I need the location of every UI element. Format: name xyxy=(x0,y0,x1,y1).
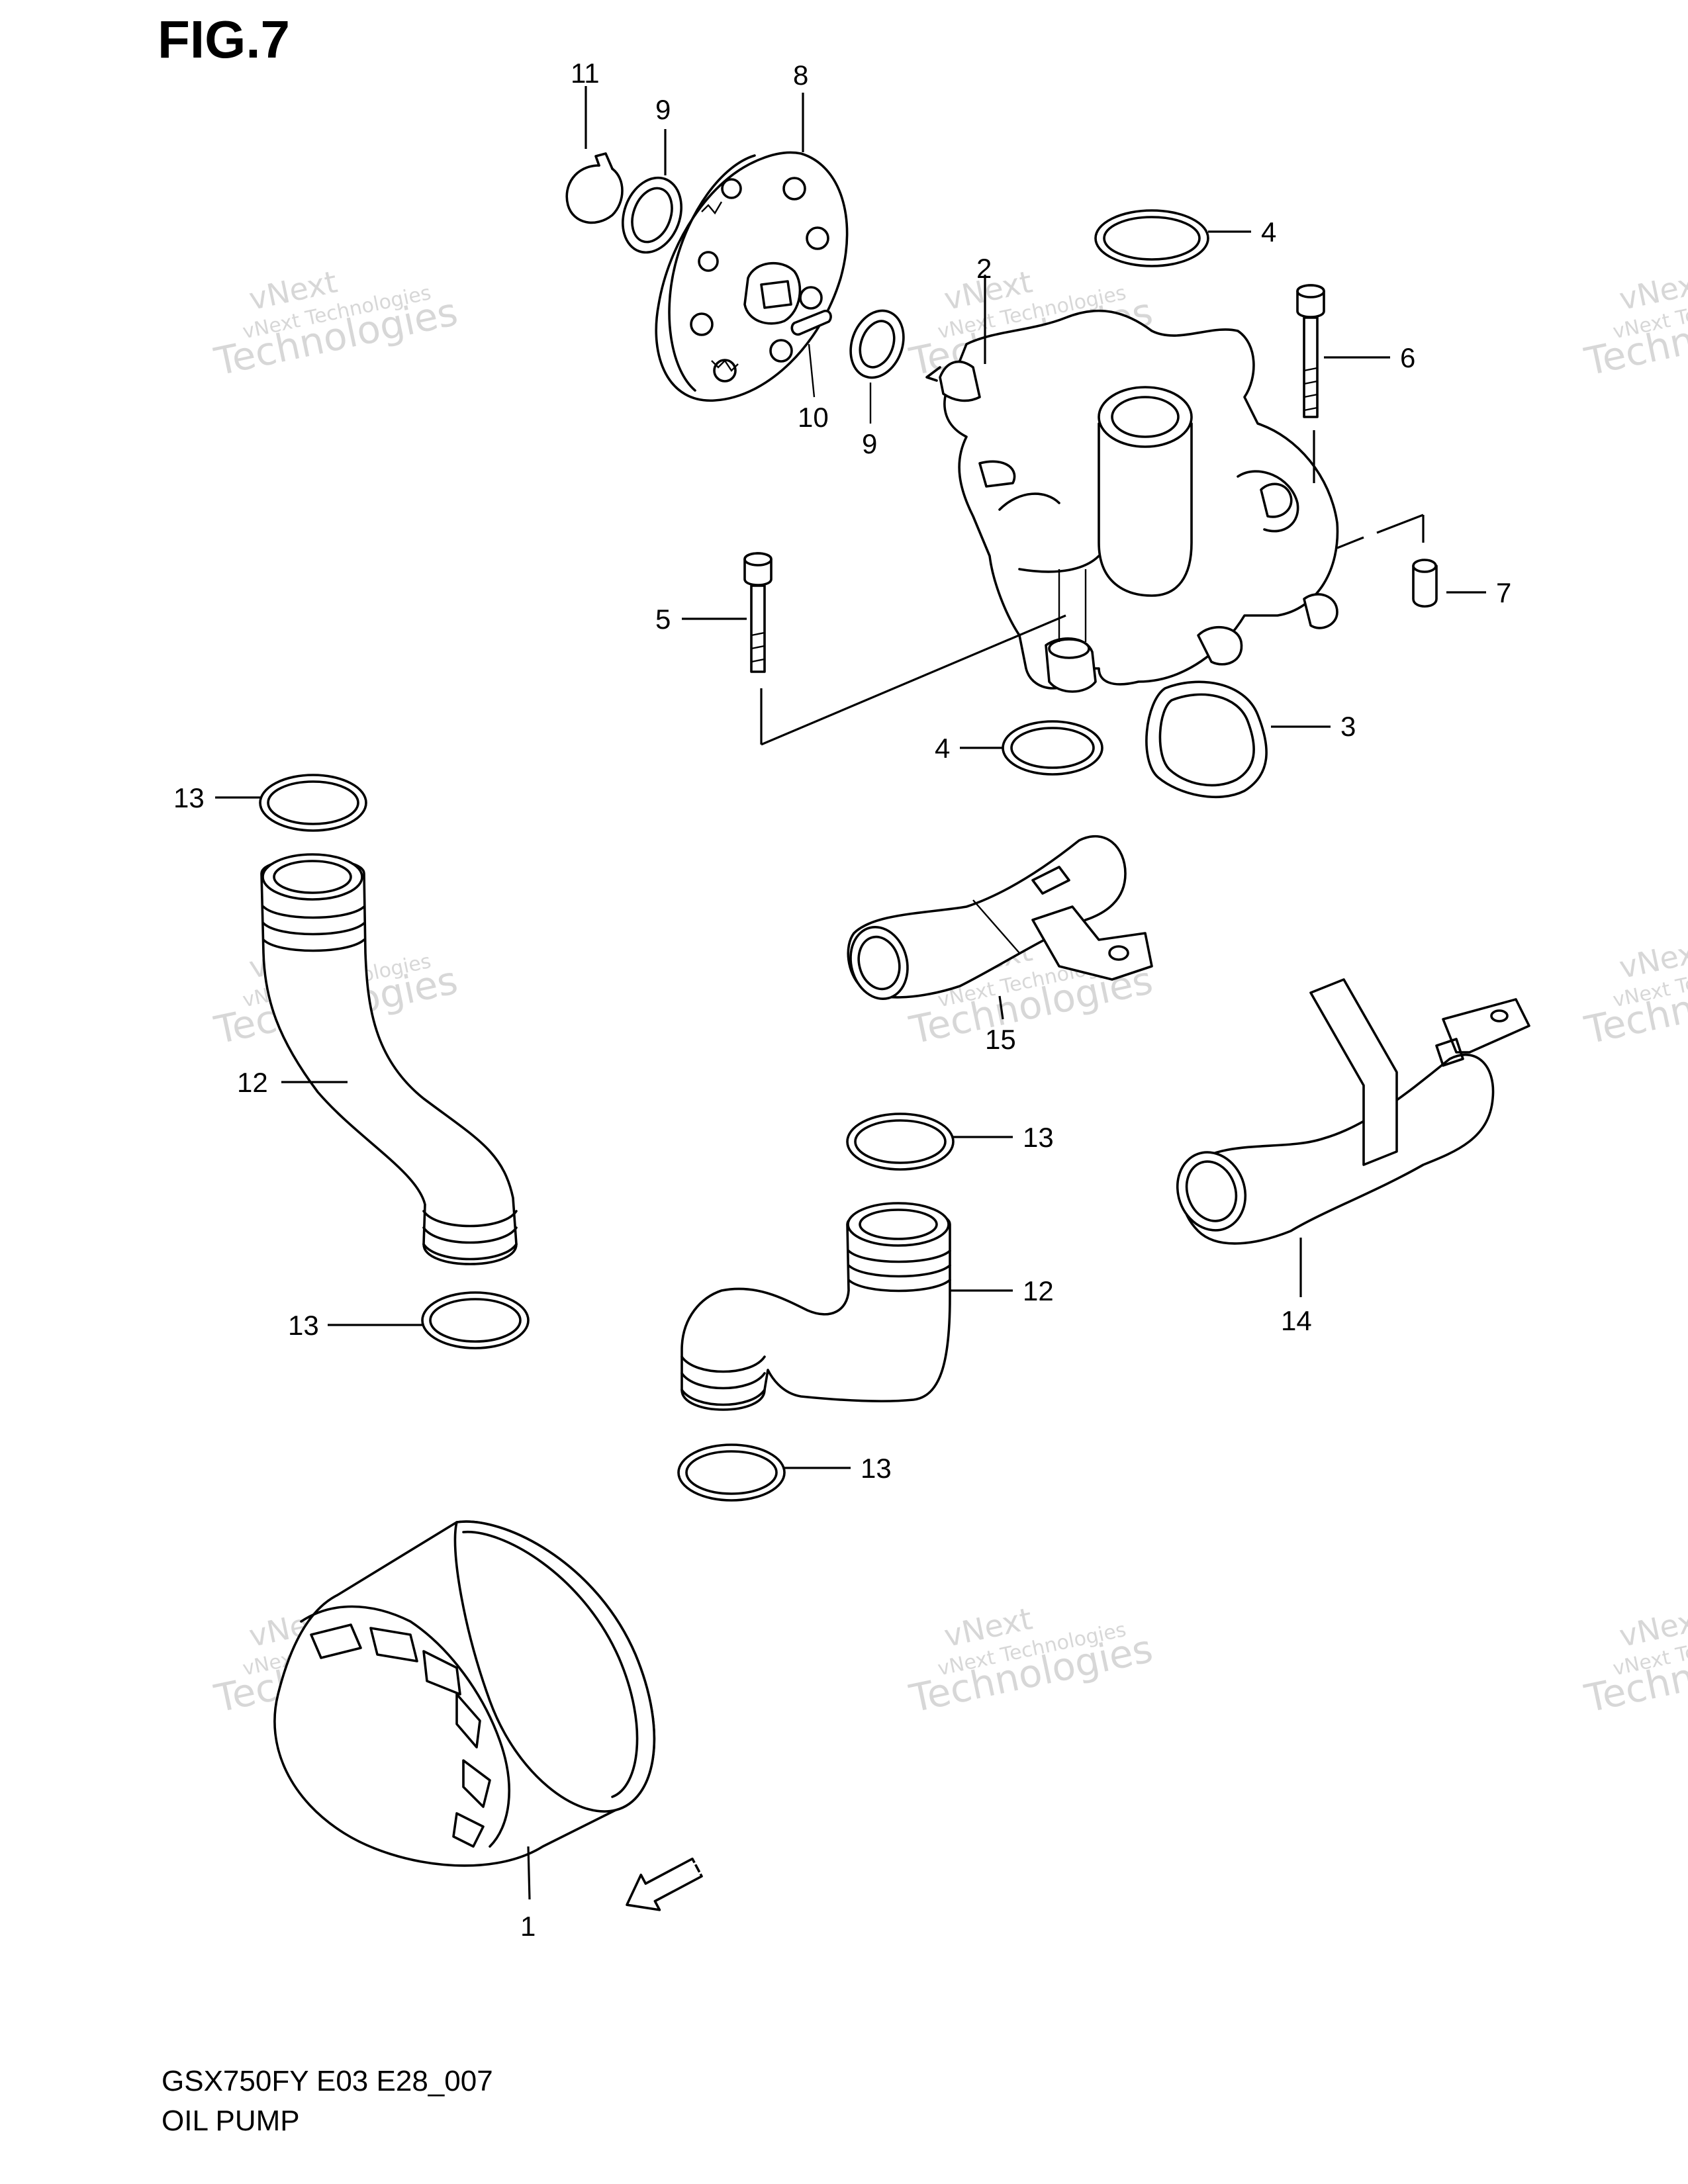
callout-4-lower: 4 xyxy=(935,733,950,764)
callout-14: 14 xyxy=(1281,1305,1312,1336)
part-13-o-ring-d xyxy=(677,1443,851,1502)
callout-9-upper: 9 xyxy=(655,94,671,125)
figure-title: FIG.7 xyxy=(158,10,291,69)
part-1-oil-filter xyxy=(273,1520,656,1900)
part-6-bolt xyxy=(1296,284,1390,483)
part-15-oil-pipe-bracket xyxy=(847,835,1153,1020)
callout-8: 8 xyxy=(793,60,808,91)
watermark-top-right: vNext vNext Technologies Technologies xyxy=(1581,263,1688,385)
callout-3: 3 xyxy=(1340,711,1356,742)
part-4-o-ring-lower xyxy=(960,720,1103,776)
part-4-o-ring-upper xyxy=(1094,209,1251,267)
fwd-direction-arrow: FWD xyxy=(626,1856,709,1911)
callout-15: 15 xyxy=(985,1024,1016,1055)
part-12-oil-pipe-b xyxy=(680,1202,1013,1411)
callout-12-b: 12 xyxy=(1023,1275,1054,1306)
callout-4-upper: 4 xyxy=(1261,216,1276,248)
callout-13-b: 13 xyxy=(288,1310,319,1341)
part-13-o-ring-b xyxy=(328,1291,530,1349)
part-12-oil-pipe-a xyxy=(260,853,518,1265)
part-14-oil-pipe-stay xyxy=(1176,978,1530,1297)
callout-5: 5 xyxy=(655,604,671,635)
part-10-pin xyxy=(790,310,832,398)
callout-7: 7 xyxy=(1496,577,1511,608)
callout-6: 6 xyxy=(1400,342,1415,373)
watermark-low-right: vNext vNext Technologies Technologies xyxy=(1581,1600,1688,1721)
part-13-o-ring-c xyxy=(846,1113,1013,1171)
part-13-o-ring-a xyxy=(215,774,367,832)
part-5-bolt xyxy=(682,552,1066,746)
callout-10: 10 xyxy=(798,402,829,433)
callout-13-a: 13 xyxy=(173,782,205,813)
callout-2: 2 xyxy=(976,253,992,284)
model-code: GSX750FY E03 E28_007 xyxy=(162,2065,493,2097)
part-9-washer-upper xyxy=(622,176,682,254)
part-9-washer-lower xyxy=(849,309,905,424)
callout-12-a: 12 xyxy=(237,1067,268,1098)
watermark-low-center: vNext vNext Technologies Technologies xyxy=(906,1600,1157,1721)
watermark-mid-right: vNext vNext Technologies Technologies xyxy=(1581,932,1688,1053)
callout-9-lower: 9 xyxy=(862,428,877,459)
section-name: OIL PUMP xyxy=(162,2105,300,2137)
callout-13-d: 13 xyxy=(861,1453,892,1484)
callout-11: 11 xyxy=(571,58,600,89)
part-7-dowel xyxy=(1336,514,1486,608)
callout-13-c: 13 xyxy=(1023,1122,1054,1153)
part-3-gasket xyxy=(1145,680,1331,799)
part-8-oil-pump-gear xyxy=(655,151,849,402)
part-2-oil-pump-body xyxy=(925,275,1339,693)
watermark-top-left: vNext vNext Technologies Technologies xyxy=(211,263,462,385)
callout-1: 1 xyxy=(520,1911,536,1942)
part-11-circlip xyxy=(565,152,624,224)
